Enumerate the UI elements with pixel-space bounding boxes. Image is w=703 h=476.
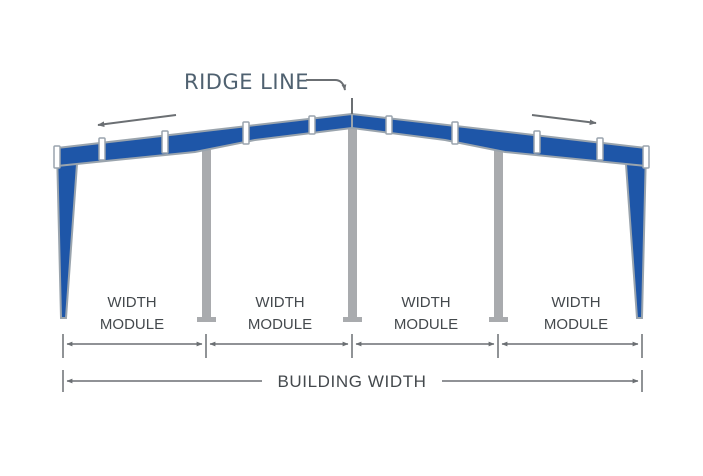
interior-column-right [489,150,508,322]
splice-plates [53,115,650,169]
building-width-label: BUILDING WIDTH [277,372,426,391]
interior-column-left [197,150,216,322]
interior-columns [197,125,508,322]
dimension-ticks [62,334,643,392]
ridge-pointer-arrow-icon [306,79,347,91]
slope-arrow-right-icon [531,114,597,125]
module-label-3-line1: WIDTH [401,294,450,311]
width-module-labels: WIDTH MODULE WIDTH MODULE WIDTH MODULE W… [100,294,608,333]
module-label-4-line1: WIDTH [551,294,600,311]
module-label-1-line2: MODULE [100,316,164,333]
module-label-2-line1: WIDTH [255,294,304,311]
interior-column-center [343,125,362,322]
slope-arrow-left-icon [97,114,177,127]
ridge-line-label: RIDGE LINE [184,70,309,94]
module-label-1-line1: WIDTH [107,294,156,311]
module-label-2-line2: MODULE [248,316,312,333]
module-label-3-line2: MODULE [394,316,458,333]
left-exterior-column [55,149,80,319]
right-exterior-column [623,149,648,319]
module-label-4-line2: MODULE [544,316,608,333]
